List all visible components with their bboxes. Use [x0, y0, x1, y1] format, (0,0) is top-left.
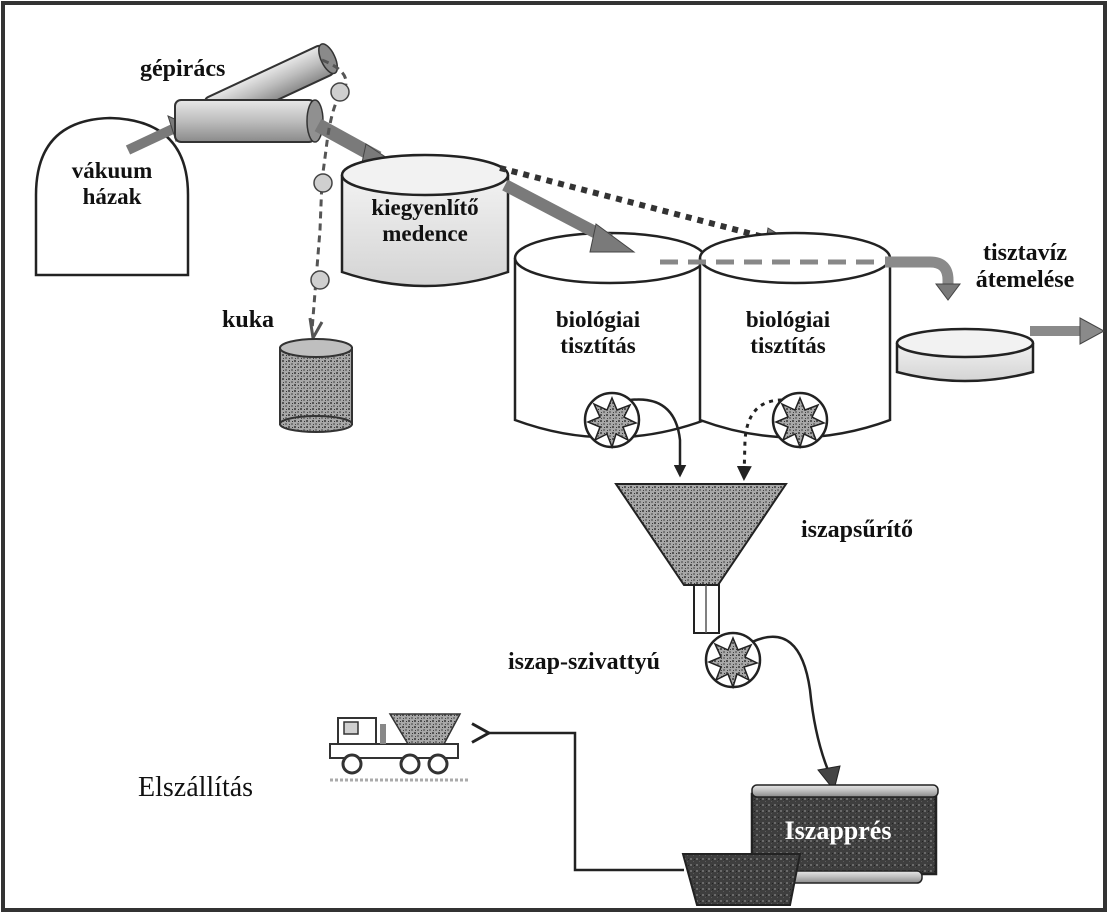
- label-clear-water-line1: tisztavíz: [983, 240, 1067, 266]
- waste-bin: [279, 338, 353, 433]
- label-sludge-press: Iszapprés: [784, 816, 892, 845]
- biological-tank-1: [513, 231, 707, 439]
- sludge-pump: [704, 631, 841, 792]
- label-bio2-line1: biológiai: [745, 307, 831, 332]
- label-vacuum-line1: vákuum: [71, 158, 153, 183]
- sludge-thickener: [614, 483, 788, 634]
- label-clear-water: tisztavíz átemelése: [976, 240, 1075, 294]
- clear-water-basin: [895, 327, 1035, 383]
- label-bio-tank-2: biológiai tisztítás: [746, 307, 830, 359]
- label-vacuum-houses: vákuum házak: [72, 158, 153, 210]
- biological-tank-2: [698, 231, 892, 439]
- mechanical-screen: [174, 43, 339, 143]
- sludge-container: [681, 853, 802, 906]
- flow-arrow-basin-to-tank1: [502, 179, 636, 253]
- label-bio2-line2: tisztítás: [750, 332, 826, 358]
- transport-line: [487, 733, 684, 872]
- label-bio1-line1: biológiai: [555, 307, 641, 332]
- screenings-drop-line: [308, 58, 350, 343]
- label-basin-line2: medence: [382, 220, 468, 246]
- vacuum-house-shape: [34, 116, 190, 277]
- outflow-arrow: [1030, 317, 1106, 345]
- clear-water-pipe: [885, 256, 961, 301]
- label-clear-water-line2: átemelése: [975, 266, 1075, 293]
- label-vacuum-line2: házak: [82, 183, 142, 209]
- label-bio-tank-1: biológiai tisztítás: [556, 307, 640, 359]
- label-equalization-basin: kiegyenlítő medence: [371, 195, 478, 247]
- label-sludge-thickener: iszapsűrítő: [801, 517, 914, 543]
- label-bin: kuka: [222, 307, 275, 333]
- label-basin-line1: kiegyenlítő: [371, 195, 479, 220]
- truck-icon: [329, 713, 470, 782]
- aerator-pump-2: [736, 391, 829, 481]
- equalization-basin: [340, 153, 510, 288]
- label-sludge-pump: iszap-szivattyú: [508, 649, 660, 675]
- aerator-pump-1: [583, 391, 687, 478]
- label-transport: Elszállítás: [138, 772, 254, 803]
- label-mechanical-screen: gépirács: [140, 56, 226, 82]
- label-bio1-line2: tisztítás: [560, 332, 636, 358]
